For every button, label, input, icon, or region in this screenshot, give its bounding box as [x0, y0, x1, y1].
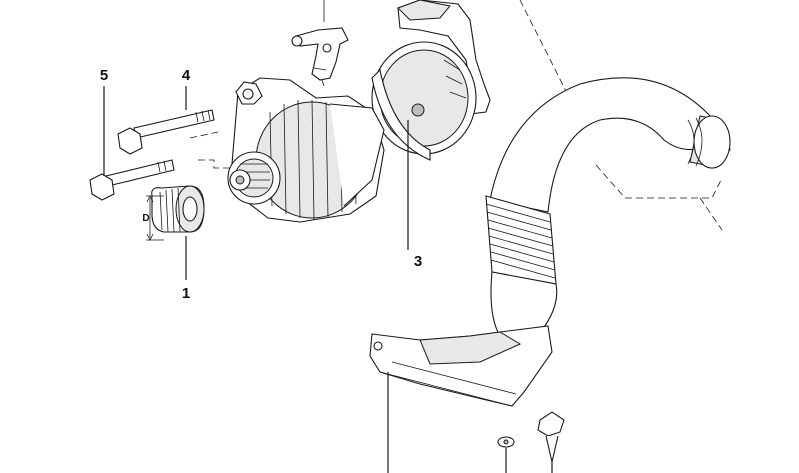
assembly-guide-lines: [189, 0, 723, 231]
alternator: [227, 77, 385, 223]
callout-1: 1: [182, 285, 190, 302]
dimension-label-d: D: [142, 213, 149, 224]
part-1-pulley: D 1: [142, 185, 205, 302]
callout-5: 5: [100, 67, 108, 84]
part-4-bolt: 4: [117, 67, 215, 155]
part-5-bolt: 5: [89, 67, 175, 201]
fasteners: [497, 411, 565, 473]
duct-bracket: [369, 325, 553, 473]
part-3-intake-housing: 3: [371, 0, 491, 270]
callout-3: 3: [414, 253, 422, 270]
sensor-bracket: [291, 0, 349, 87]
callout-4: 4: [182, 67, 191, 84]
intake-hose: [485, 77, 731, 337]
